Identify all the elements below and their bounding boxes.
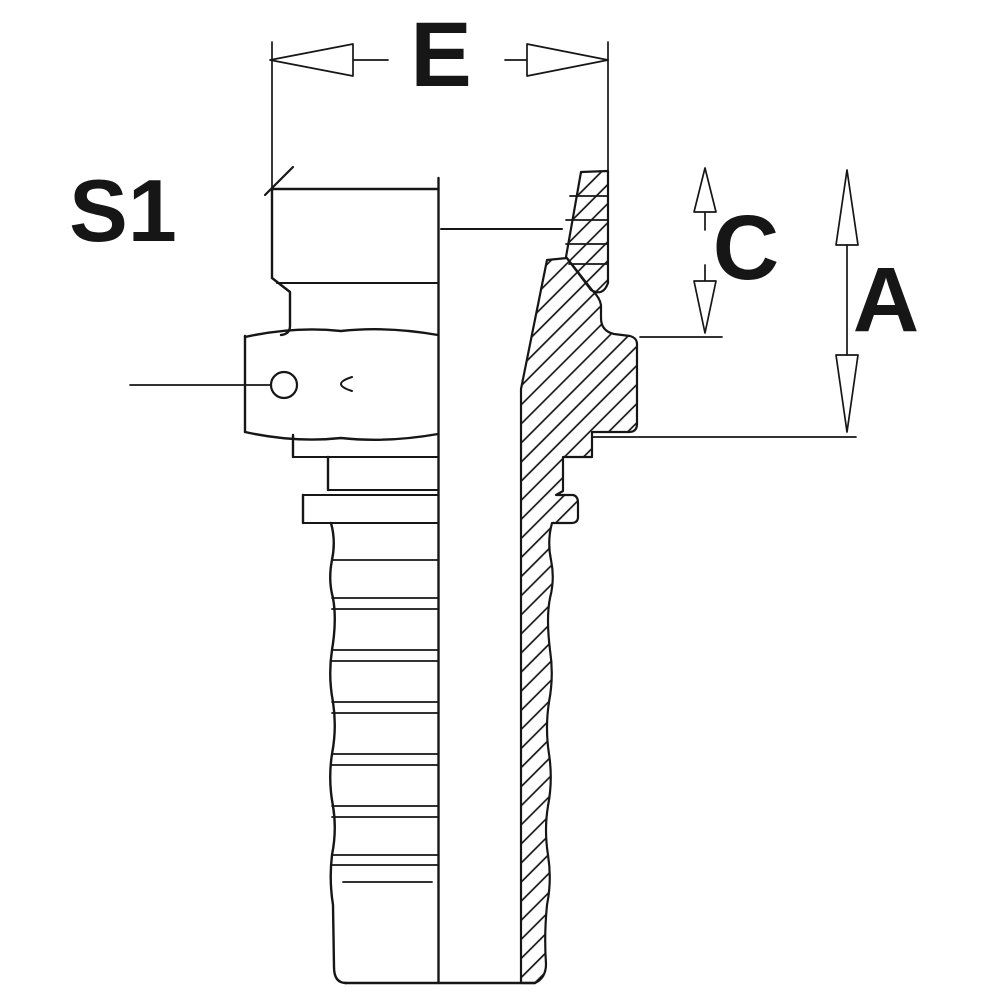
dimension-c: C — [639, 167, 779, 338]
tail-rib-lines — [331, 559, 439, 883]
hex-flat-arc-mark — [340, 376, 353, 392]
e-arrow-left — [269, 43, 389, 77]
dimension-label-e: E — [410, 4, 471, 106]
dimension-a: A — [591, 169, 919, 438]
c-arrow-up — [693, 167, 717, 231]
hex-bottom-edge — [243, 430, 440, 441]
a-arrow-up — [835, 169, 859, 246]
dimension-label-s1: S1 — [69, 161, 177, 260]
a-arrow-down — [835, 354, 859, 433]
dimension-e: E — [263, 4, 609, 197]
sectioned-body — [519, 169, 639, 985]
e-extension-end-tick — [263, 165, 295, 197]
hex-flat-circle — [269, 370, 299, 400]
c-arrow-down — [693, 264, 717, 334]
e-arrow-right — [504, 43, 609, 77]
exterior-view — [243, 176, 563, 985]
hex-top-edge — [243, 328, 440, 339]
tail-left-edge — [329, 521, 348, 985]
thread-root-lines — [565, 195, 608, 265]
dimension-s1: S1 — [69, 161, 272, 386]
body-section — [519, 256, 639, 985]
dimension-label-a: A — [853, 249, 919, 351]
dimension-label-c: C — [713, 197, 779, 299]
socket-left-face — [270, 188, 292, 337]
